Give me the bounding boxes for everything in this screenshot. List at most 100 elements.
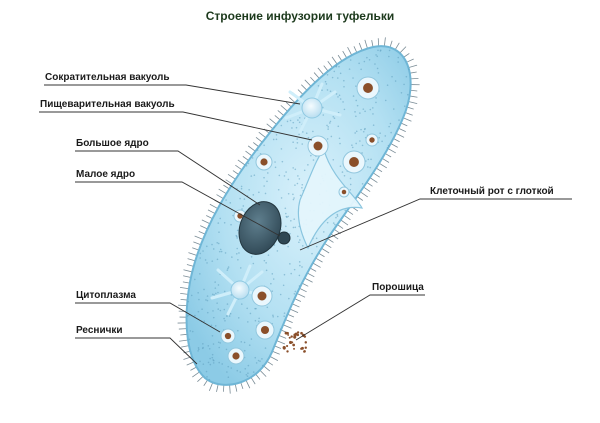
granule bbox=[198, 273, 201, 275]
granule bbox=[211, 260, 214, 262]
granule bbox=[280, 148, 283, 150]
pore-particle bbox=[288, 336, 291, 339]
granule bbox=[388, 49, 391, 52]
cilium bbox=[259, 369, 267, 377]
granule bbox=[355, 85, 357, 87]
cilium bbox=[294, 298, 302, 302]
granule bbox=[208, 225, 210, 227]
granule bbox=[301, 245, 304, 247]
granule bbox=[285, 171, 287, 173]
cilium bbox=[197, 375, 204, 382]
leader-lines bbox=[39, 84, 572, 365]
granule bbox=[361, 183, 364, 185]
granule bbox=[223, 221, 226, 224]
cilium bbox=[301, 84, 308, 91]
pore-particle bbox=[304, 341, 308, 344]
granule bbox=[283, 175, 286, 177]
granule bbox=[227, 365, 230, 368]
cilium bbox=[269, 356, 279, 361]
cilium bbox=[258, 131, 267, 139]
granule bbox=[333, 117, 336, 119]
granule bbox=[352, 95, 355, 97]
granule bbox=[295, 126, 298, 129]
granule bbox=[251, 157, 254, 159]
granule bbox=[379, 132, 381, 134]
leader-anal-pore bbox=[295, 294, 425, 341]
granule bbox=[264, 347, 267, 349]
granule bbox=[252, 194, 255, 196]
granule bbox=[203, 320, 206, 322]
granule bbox=[227, 267, 229, 270]
cilium bbox=[289, 97, 296, 104]
granule bbox=[344, 209, 347, 212]
granule bbox=[270, 282, 272, 285]
cilium bbox=[324, 243, 332, 249]
granule bbox=[343, 108, 346, 111]
granule bbox=[202, 343, 204, 345]
cilium bbox=[321, 247, 330, 254]
granule bbox=[225, 348, 228, 351]
granule bbox=[293, 197, 295, 199]
cilium bbox=[410, 77, 419, 80]
granule bbox=[247, 372, 249, 374]
granule bbox=[205, 245, 208, 248]
granule bbox=[338, 65, 340, 68]
cilium bbox=[299, 287, 307, 293]
granule bbox=[293, 268, 296, 271]
cilium bbox=[363, 186, 371, 192]
pore-particle bbox=[290, 335, 293, 338]
cilium bbox=[208, 382, 214, 391]
cilium bbox=[353, 46, 358, 53]
granule bbox=[293, 292, 296, 295]
granule bbox=[360, 128, 362, 131]
granule bbox=[329, 120, 332, 123]
granule bbox=[354, 111, 356, 113]
granule bbox=[205, 370, 208, 373]
leader-cytoplasm bbox=[75, 302, 221, 333]
granule bbox=[248, 188, 250, 191]
food-vacuole bbox=[356, 76, 380, 100]
cilium bbox=[186, 361, 195, 366]
granule bbox=[187, 300, 190, 303]
granule bbox=[218, 250, 221, 253]
granule bbox=[283, 273, 286, 276]
cilium bbox=[247, 145, 256, 152]
label-contractile-vacuole: Сократительная вакуоль bbox=[45, 72, 170, 83]
granule bbox=[288, 297, 290, 300]
cilium bbox=[242, 156, 249, 161]
granule bbox=[387, 144, 390, 147]
cilium bbox=[274, 115, 281, 121]
granule bbox=[287, 215, 289, 218]
granule bbox=[375, 54, 377, 56]
cilium bbox=[304, 277, 313, 283]
granule bbox=[276, 250, 279, 252]
granule bbox=[296, 138, 298, 140]
pore-particle bbox=[300, 347, 303, 350]
cilium bbox=[180, 333, 188, 336]
granule bbox=[371, 107, 374, 109]
cilium bbox=[277, 110, 285, 116]
granule bbox=[339, 142, 341, 145]
granule bbox=[279, 328, 282, 331]
granule bbox=[203, 288, 205, 291]
granule bbox=[197, 347, 200, 349]
granule bbox=[266, 180, 268, 183]
label-cytoplasm: Цитоплазма bbox=[76, 290, 136, 301]
granule bbox=[206, 295, 209, 297]
cilium bbox=[309, 267, 317, 272]
granule bbox=[264, 192, 267, 195]
granule bbox=[322, 114, 325, 116]
pore-particle bbox=[303, 335, 307, 338]
granule bbox=[354, 132, 356, 134]
granule bbox=[212, 343, 215, 345]
cilium bbox=[366, 182, 373, 187]
granule bbox=[352, 77, 354, 79]
granule bbox=[208, 378, 211, 381]
granule bbox=[355, 130, 358, 133]
diagram-title: Строение инфузории туфельки bbox=[205, 9, 395, 23]
granule bbox=[205, 299, 207, 301]
granule bbox=[317, 85, 320, 87]
granule bbox=[218, 361, 220, 364]
